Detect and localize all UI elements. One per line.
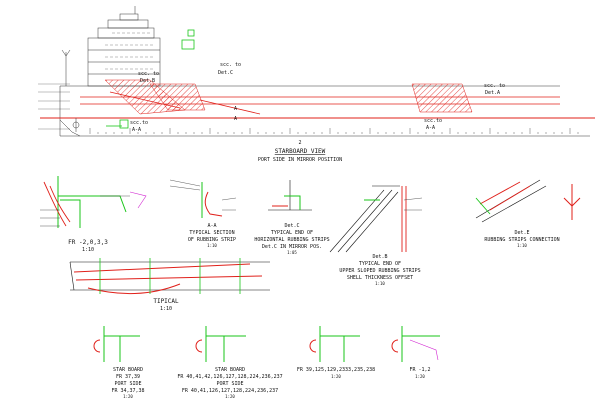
bottom-2-line4: FR 40,41,126,127,128,224,236,237 xyxy=(182,388,278,394)
det-b-scale: 1:10 xyxy=(375,281,385,286)
view-title: STARBOARD VIEW xyxy=(275,148,326,155)
bottom-section-3: FR 39,125,129,2333,235,238 1:20 xyxy=(297,326,375,379)
bottom-2-line2: FR 40,41,42,126,127,128,224,236,237 xyxy=(177,374,282,380)
bottom-1-line3: PORT SIDE xyxy=(114,381,141,387)
hatched-zones xyxy=(104,79,473,115)
bottom-section-1: STAR BOARD FR 37,39 PORT SIDE FR 34,37,3… xyxy=(93,326,145,399)
tipical-label: TIPICAL xyxy=(153,298,179,305)
section-mark-a2: A xyxy=(234,116,237,122)
section-ref-left: scc.to xyxy=(130,120,148,126)
mast xyxy=(61,49,71,86)
frame-ticks xyxy=(89,128,579,134)
bottom-section-2: STAR BOARD FR 40,41,42,126,127,128,224,2… xyxy=(177,326,283,399)
det-c-line2: HORIZONTAL RUBBING STRIPS xyxy=(254,237,329,243)
bottom-1-scale: 1:20 xyxy=(123,394,133,399)
view-subtitle: PORT SIDE IN MIRROR POSITION xyxy=(258,157,342,163)
ref-det-b: Det.B xyxy=(140,78,155,84)
det-b-line1: TYPICAL END OF xyxy=(359,261,401,267)
scc-label-2: scc. to xyxy=(138,71,159,77)
bottom-sections: STAR BOARD FR 37,39 PORT SIDE FR 34,37,3… xyxy=(93,326,440,399)
detail-det-e: Det.E RUBBING STRIPS CONNECTION 1:10 xyxy=(475,179,581,248)
det-e-line1: RUBBING STRIPS CONNECTION xyxy=(484,237,559,243)
detail-det-c: Det.C TYPICAL END OF HORIZONTAL RUBBING … xyxy=(254,180,330,255)
starboard-view: Det.C Det.B Det.A scc. to scc. to scc. t… xyxy=(38,6,595,163)
detail-frame-left: FR -2,0,3,3 1:10 xyxy=(40,176,147,253)
bottom-1-line1: STAR BOARD xyxy=(113,367,143,373)
det-b-line3: SHELL THICKNESS OFFSET xyxy=(347,275,413,281)
bottom-2-line1: STAR BOARD xyxy=(215,367,245,373)
det-e-ref: Det.E xyxy=(514,230,529,236)
tipical-scale: 1:10 xyxy=(160,306,172,312)
section-aa-ref: A-A xyxy=(207,223,216,229)
detail-section-aa: A-A TYPICAL SECTION OF RUBBING STRIP 1:1… xyxy=(169,179,236,248)
propeller xyxy=(72,118,80,132)
bottom-1-line2: FR 37,39 xyxy=(116,374,140,380)
frame-left-label: FR -2,0,3,3 xyxy=(68,239,108,246)
detail-det-b: Det.B TYPICAL END OF UPPER SLOPED RUBBIN… xyxy=(329,185,423,286)
det-b-line2: UPPER SLOPED RUBBING STRIPS xyxy=(339,268,420,274)
section-mark-a1: A xyxy=(234,106,237,112)
det-c-scale: 1:05 xyxy=(287,250,297,255)
bottom-2-line3: PORT SIDE xyxy=(216,381,243,387)
bottom-section-4: FR -1,2 1:20 xyxy=(391,326,440,379)
bottom-4-line1: FR -1,2 xyxy=(409,367,430,373)
section-ref-right-aa: A-A xyxy=(426,125,435,131)
detail-tipical: TIPICAL 1:10 xyxy=(69,258,270,312)
bottom-3-line1: FR 39,125,129,2333,235,238 xyxy=(297,367,375,373)
section-aa-scale: 1:10 xyxy=(207,243,217,248)
ref-det-c: Det.C xyxy=(218,70,233,76)
det-e-scale: 1:10 xyxy=(517,243,527,248)
det-c-line3: Det.C IN MIRROR POS. xyxy=(262,244,322,250)
section-ref-right: scc.to xyxy=(424,118,442,124)
ref-det-a: Det.A xyxy=(485,90,500,96)
bottom-3-scale: 1:20 xyxy=(331,374,341,379)
det-b-ref: Det.B xyxy=(372,254,387,260)
det-c-ref: Det.C xyxy=(284,223,299,229)
left-leaders xyxy=(38,83,70,130)
det-c-line1: TYPICAL END OF xyxy=(271,230,313,236)
bottom-2-scale: 1:20 xyxy=(225,394,235,399)
view-number: 2 xyxy=(298,140,301,146)
frame-left-scale: 1:10 xyxy=(82,247,94,253)
bottom-1-line4: FR 34,37,38 xyxy=(111,388,144,394)
section-aa-line1: TYPICAL SECTION xyxy=(189,230,234,236)
section-aa-line2: OF RUBBING STRIP xyxy=(188,237,236,243)
section-ref-left-aa: A-A xyxy=(132,127,141,133)
bottom-4-scale: 1:20 xyxy=(415,374,425,379)
green-fender-marks xyxy=(106,29,195,129)
scc-label-1: scc. to xyxy=(220,62,241,68)
scc-label-3: scc. to xyxy=(484,83,505,89)
